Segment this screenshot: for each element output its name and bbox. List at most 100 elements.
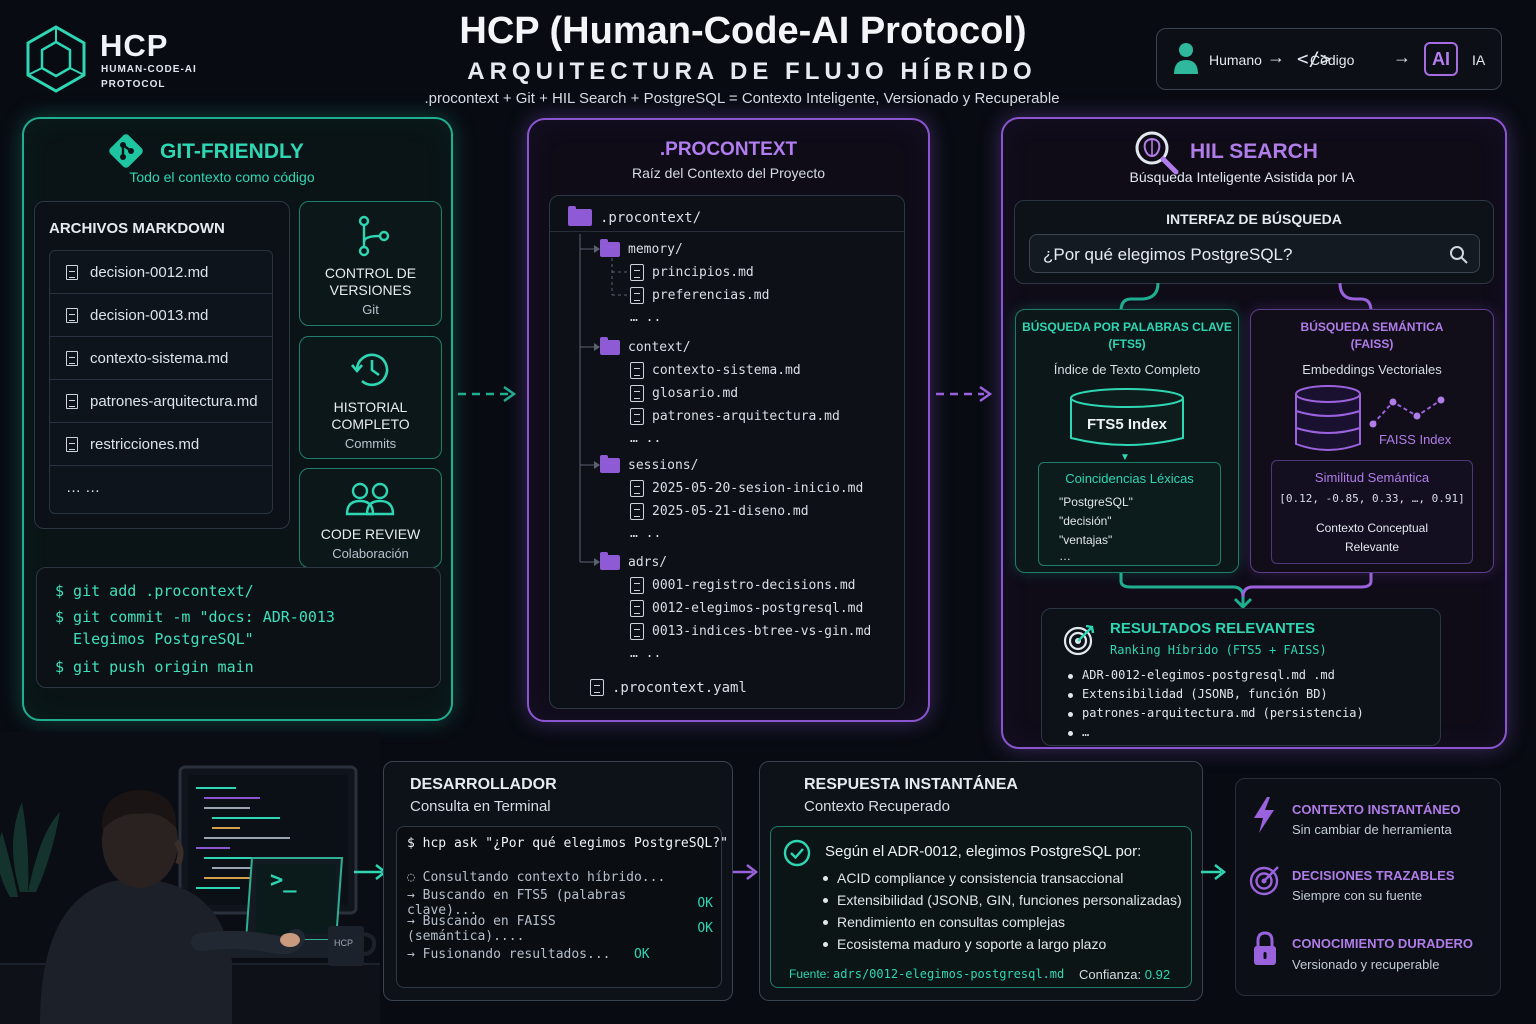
result-item[interactable]: patrones-arquitectura.md (persistencia)	[1066, 703, 1364, 722]
flow-code-label: Código	[1310, 52, 1355, 68]
lexical-matches-box: Coincidencias Léxicas "PostgreSQL" "deci…	[1038, 462, 1221, 566]
file-item[interactable]: decision-0013.md	[50, 294, 272, 337]
folder-item[interactable]: adrs/	[600, 551, 871, 574]
response-source: Fuente: adrs/0012-elegimos-postgresql.md	[789, 967, 1065, 981]
file-item-more: … …	[66, 479, 101, 496]
folder-icon	[600, 455, 620, 473]
result-item[interactable]: ADR-0012-elegimos-postgresql.md .md	[1066, 665, 1364, 684]
developer-panel: DESARROLLADOR Consulta en Terminal $ hcp…	[383, 761, 733, 1001]
terminal-step: → Buscando en FTS5 (palabras clave)... O…	[407, 888, 713, 919]
source-link[interactable]: adrs/0012-elegimos-postgresql.md	[833, 967, 1065, 981]
semantic-search-box: BÚSQUEDA SEMÁNTICA (FAISS) Embeddings Ve…	[1250, 309, 1494, 573]
similarity-title: Similitud Semántica	[1314, 470, 1430, 485]
feature-sub: Colaboración	[332, 546, 409, 561]
response-lead: Según el ADR-0012, elegimos PostgreSQL p…	[825, 843, 1142, 860]
tree-file[interactable]: 0001-registro-decisions.md	[600, 574, 871, 597]
benefits-panel: CONTEXTO INSTANTÁNEO Sin cambiar de herr…	[1235, 778, 1501, 996]
feature-sub: Commits	[344, 436, 397, 451]
search-icon[interactable]	[1449, 245, 1469, 265]
tree-file[interactable]: patrones-arquitectura.md	[600, 405, 840, 428]
search-split-connectors	[1119, 282, 1373, 312]
file-item[interactable]: decision-0012.md	[50, 251, 272, 294]
tree-file[interactable]: 0012-elegimos-postgresql.md	[600, 597, 871, 620]
tree-file[interactable]: 2025-05-20-sesion-inicio.md	[600, 477, 863, 500]
lexical-title: Coincidencias Léxicas	[1065, 471, 1194, 486]
git-subtitle: Todo el contexto como código	[129, 169, 315, 185]
logo-sub-2: PROTOCOL	[101, 79, 166, 90]
target-icon	[1063, 624, 1095, 656]
benefit-title: CONOCIMIENTO DURADERO	[1292, 936, 1474, 951]
file-icon	[590, 679, 604, 696]
hil-title: HIL SEARCH	[1190, 140, 1318, 163]
page-tagline: .procontext + Git + HIL Search + Postgre…	[424, 90, 1060, 107]
lightning-icon	[1254, 797, 1274, 833]
file-icon	[66, 436, 78, 452]
search-interface: INTERFAZ DE BÚSQUEDA ¿Por qué elegimos P…	[1014, 200, 1494, 284]
folder-item[interactable]: sessions/	[600, 454, 863, 477]
semantic-similarity-box: Similitud Semántica [0.12, -0.85, 0.33, …	[1271, 460, 1473, 564]
tree-connectors	[579, 234, 628, 566]
arrow-git-to-procontext	[458, 385, 517, 403]
file-item[interactable]: patrones-arquitectura.md	[50, 380, 272, 423]
step-status: OK	[633, 946, 650, 962]
flow-arrow-1: →	[1267, 47, 1285, 67]
git-command-line: $ git add .procontext/	[55, 582, 254, 600]
file-item[interactable]: restricciones.md	[50, 423, 272, 466]
folder-item[interactable]: context/	[600, 336, 840, 359]
response-point: Rendimiento en consultas complejas	[821, 911, 1182, 933]
keyword-title-2: (FTS5)	[1108, 337, 1146, 351]
page-title: HCP (Human-Code-AI Protocol)	[459, 10, 1027, 52]
root-folder[interactable]: .procontext/	[568, 206, 701, 229]
tree-file[interactable]: principios.md	[600, 261, 769, 284]
tree-ellipsis: … ..	[630, 525, 662, 541]
git-diamond-icon	[109, 134, 143, 168]
git-commands-terminal: $ git add .procontext/ $ git commit -m "…	[36, 567, 441, 688]
semantic-title: BÚSQUEDA SEMÁNTICA	[1300, 320, 1444, 334]
git-command-line: $ git commit -m "docs: ADR-0013	[55, 608, 335, 626]
response-point: Ecosistema maduro y soporte a largo plaz…	[821, 933, 1182, 955]
result-item[interactable]: Extensibilidad (JSONB, función BD)	[1066, 684, 1364, 703]
semantic-title-2: (FAISS)	[1350, 337, 1394, 351]
procontext-subtitle: Raíz del Contexto del Proyecto	[632, 165, 825, 181]
tree-file[interactable]: 0013-indices-btree-vs-gin.md	[600, 620, 871, 643]
down-arrow-icon: ▼	[1120, 452, 1130, 463]
response-subtitle: Contexto Recuperado	[804, 798, 950, 815]
benefit-sub: Siempre con su fuente	[1292, 888, 1423, 903]
feature-history: HISTORIAL COMPLETO Commits	[299, 336, 442, 459]
flow-ai-label: IA	[1472, 52, 1486, 68]
yaml-file[interactable]: .procontext.yaml	[590, 676, 747, 699]
response-title: RESPUESTA INSTANTÁNEA	[804, 776, 1018, 793]
tree-file[interactable]: preferencias.md	[600, 284, 769, 307]
feature-sub: Git	[362, 302, 379, 317]
lexical-match: "decisión"	[1059, 514, 1112, 528]
response-card: Según el ADR-0012, elegimos PostgreSQL p…	[770, 826, 1192, 988]
feature-title: CODE REVIEW	[320, 526, 421, 542]
feature-version-control: CONTROL DE VERSIONES Git	[299, 201, 442, 326]
terminal-step: ◌ Consultando contexto híbrido...	[407, 870, 666, 886]
flow-human-label: Humano	[1209, 52, 1262, 68]
hcp-logo-icon	[26, 25, 86, 93]
file-icon	[630, 362, 644, 379]
results-list: ADR-0012-elegimos-postgresql.md .md Exte…	[1066, 665, 1364, 741]
step-status: OK	[697, 895, 713, 911]
code-icon: </>	[1297, 48, 1332, 70]
tree-file[interactable]: contexto-sistema.md	[600, 359, 840, 382]
procontext-panel: .PROCONTEXT Raíz del Contexto del Proyec…	[527, 118, 930, 722]
file-item[interactable]: contexto-sistema.md	[50, 337, 272, 380]
faiss-database-icon	[1295, 385, 1361, 451]
search-interface-title: INTERFAZ DE BÚSQUEDA	[1166, 211, 1342, 227]
lexical-match: …	[1059, 549, 1071, 563]
search-input[interactable]: ¿Por qué elegimos PostgreSQL?	[1029, 234, 1480, 273]
plant-icon	[0, 802, 60, 897]
search-query: ¿Por qué elegimos PostgreSQL?	[1043, 245, 1293, 264]
terminal-step: → Fusionando resultados... OK	[407, 946, 650, 962]
tree-ellipsis: … ..	[630, 430, 662, 446]
developer-terminal[interactable]: $ hcp ask "¿Por qué elegimos PostgreSQL?…	[396, 826, 728, 988]
target-icon	[1249, 866, 1279, 896]
tree-file[interactable]: 2025-05-21-diseno.md	[600, 500, 863, 523]
tree-ellipsis: … ..	[630, 645, 662, 661]
response-panel: RESPUESTA INSTANTÁNEA Contexto Recuperad…	[759, 761, 1203, 1001]
folder-item[interactable]: memory/	[600, 238, 769, 261]
git-command-line: $ git push origin main	[55, 658, 254, 676]
tree-file[interactable]: glosario.md	[600, 382, 840, 405]
